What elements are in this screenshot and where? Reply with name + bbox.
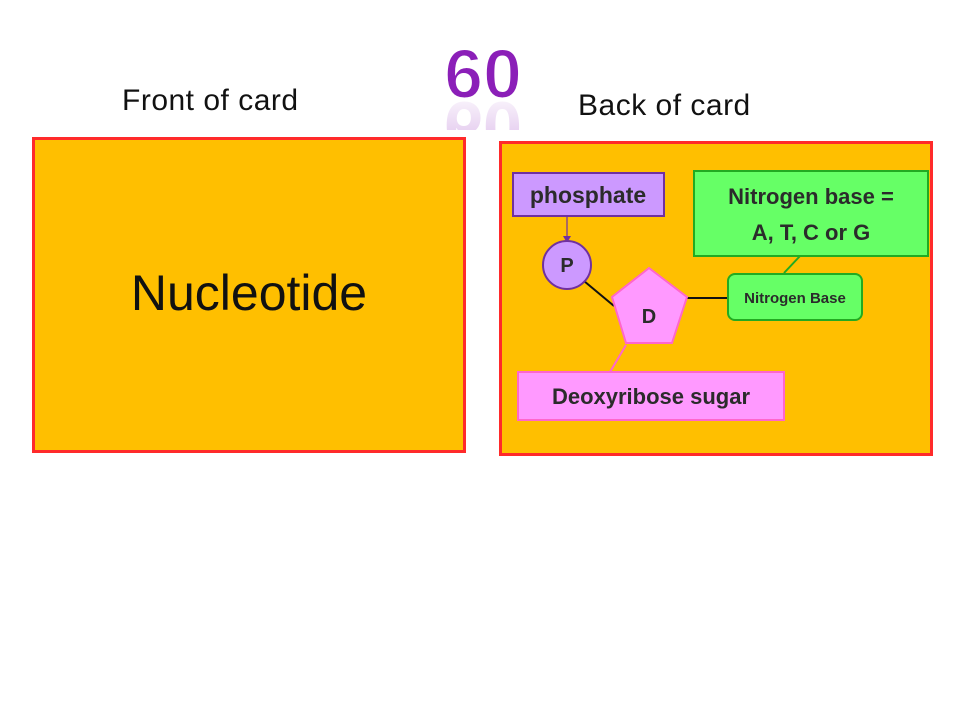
- phosphate-label: phosphate: [530, 182, 646, 208]
- phosphate-arrowhead: [563, 236, 571, 243]
- front-of-card-label: Front of card: [122, 84, 299, 117]
- nitrogen-base-box: [727, 273, 863, 321]
- nitrogen-note-line1: Nitrogen base =: [728, 184, 894, 209]
- phosphate-symbol: P: [560, 255, 573, 277]
- deoxyribose-symbol: D: [642, 306, 656, 328]
- deoxyribose-pentagon: [610, 266, 689, 344]
- back-card: phosphate P D Nitrogen Base Nitrogen bas…: [499, 141, 933, 456]
- card-number: 60 60: [443, 40, 523, 130]
- phosphate-circle: [542, 240, 592, 290]
- back-of-card-label: Back of card: [578, 89, 751, 122]
- sugar-box: [517, 371, 785, 421]
- card-number-text: 60: [444, 40, 522, 113]
- sugar-pointer: [609, 344, 627, 373]
- sugar-label: Deoxyribose sugar: [552, 384, 751, 409]
- p-d-bond: [583, 280, 615, 307]
- nitrogen-note-box: [693, 170, 929, 257]
- base-note-pointer: [783, 255, 801, 274]
- card-number-reflection: 60: [444, 87, 522, 130]
- nitrogen-base-label: Nitrogen Base: [744, 290, 846, 307]
- front-card: Nucleotide: [32, 137, 466, 453]
- phosphate-box: [512, 172, 665, 217]
- nitrogen-note-line2: A, T, C or G: [752, 220, 871, 245]
- front-card-term: Nucleotide: [130, 265, 368, 321]
- nucleotide-diagram: phosphate P D Nitrogen Base Nitrogen bas…: [512, 170, 929, 421]
